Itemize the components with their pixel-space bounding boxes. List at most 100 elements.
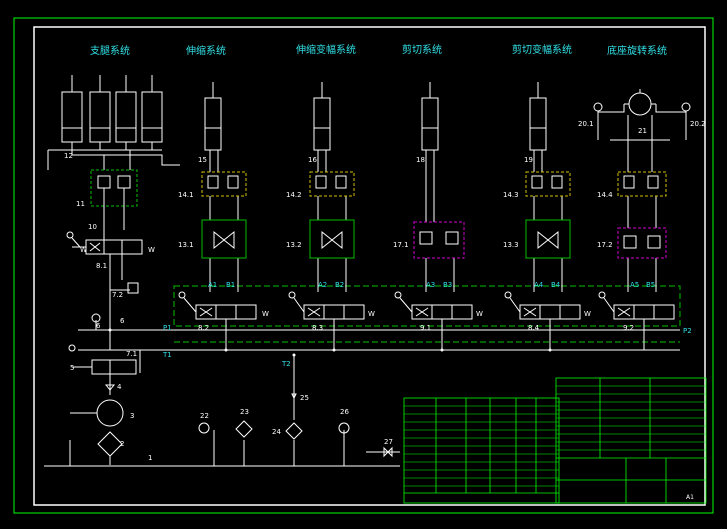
title-base-rotation-system: 底座旋转系统 [607,44,667,57]
telescope-column [204,82,239,292]
left-pressure-lines [68,254,680,395]
port-a4: A4 [534,281,544,289]
valve-17-1-symbol [419,231,459,245]
title-support-system: 支腿系统 [90,44,130,57]
port-t1: T1 [162,351,172,359]
label-4: 4 [117,383,122,391]
title-telescope-system: 伸缩系统 [186,44,226,57]
port-a1: A1 [208,281,217,289]
label-2: 2 [120,440,124,448]
lock-valve-11-symbols [97,175,131,230]
base-rotation-column [593,89,691,292]
label-20-1: 20.1 [578,120,594,128]
port-w-8-1-left: W [80,246,87,254]
port-b5: B5 [646,281,655,289]
support-cylinders [47,75,180,170]
label-8-2: 8.2 [198,324,209,332]
label-9-1: 9.1 [420,324,431,332]
check-valve-14-3-a [531,175,543,189]
check-valve-14-2 [309,171,355,197]
junction-dots [108,328,552,357]
port-w-8-1-right: W [148,246,155,254]
label-20-2: 20.2 [690,120,706,128]
label-13-3: 13.3 [503,241,519,249]
label-17-2: 17.2 [597,241,613,249]
label-14-3: 14.3 [503,191,519,199]
check-valve-14-1-a [207,175,219,189]
label-14-1: 14.1 [178,191,194,199]
lock-valve-13-2-symbol [321,230,343,250]
valve-8-4 [504,291,581,350]
port-w-8-2: W [262,310,269,318]
label-15: 15 [198,156,207,164]
label-13-1: 13.1 [178,241,194,249]
title-shear-luffing-system: 剪切变幅系统 [512,43,572,56]
valve-8-3 [288,291,365,350]
label-16: 16 [308,156,317,164]
label-7-2: 7.2 [112,291,123,299]
label-22: 22 [200,412,209,420]
lock-valve-13-1 [201,219,247,259]
lock-valve-11 [90,169,138,207]
port-b1: B1 [226,281,235,289]
valve-17-2 [617,227,667,259]
check-valve-14-4-a [623,175,635,189]
label-11: 11 [76,200,85,208]
label-3: 3 [130,412,134,420]
label-25: 25 [300,394,309,402]
check-valve-14-2-b [335,175,347,189]
label-10: 10 [88,223,97,231]
title-block [403,377,707,504]
drain-valve-27 [366,446,400,458]
valve-9-2 [598,291,675,350]
label-8-3: 8.3 [312,324,323,332]
title-shear-system: 剪切系统 [402,43,442,56]
check-valve-14-4-b [647,175,659,189]
port-p2: P2 [683,327,692,335]
label-6: 6 [96,322,101,330]
shear-column [421,82,455,292]
port-p1: P1 [163,324,172,332]
port-w-8-4: W [584,310,591,318]
telescope-luffing-column [313,82,347,292]
label-14-2: 14.2 [286,191,302,199]
title-block-sheet-size: A1 [686,494,694,501]
label-23: 23 [240,408,249,416]
port-a3: A3 [426,281,435,289]
lock-valve-13-3-symbol [537,230,559,250]
label-7-1: 7.1 [126,350,137,358]
valve-8-2 [178,291,257,350]
label-26: 26 [340,408,349,416]
check-valve-14-4 [617,171,667,197]
port-t2: T2 [281,360,291,368]
shear-luffing-column [529,82,563,292]
label-21: 21 [638,127,647,135]
label-24: 24 [272,428,281,436]
check-valve-14-2-a [315,175,327,189]
label-8-1: 8.1 [96,262,107,270]
label-8-4: 8.4 [528,324,540,332]
valve-9-1 [394,291,473,350]
label-13-2: 13.2 [286,241,302,249]
label-19: 19 [524,156,533,164]
port-w-9-1: W [476,310,483,318]
pump-motor-group [44,355,400,467]
label-18: 18 [416,156,425,164]
label-5: 5 [70,364,74,372]
label-14-4: 14.4 [597,191,613,199]
inner-frame [33,26,706,506]
valve-17-1 [413,221,465,259]
port-b4: B4 [551,281,561,289]
lock-valve-13-3 [525,219,571,259]
label-1: 1 [148,454,152,462]
port-a5: A5 [630,281,639,289]
valve-17-2-symbol [623,235,661,249]
port-b2: B2 [335,281,344,289]
title-block-rows [404,385,706,487]
check-valve-14-1-b [227,175,239,189]
label-9-2: 9.2 [623,324,634,332]
label-27: 27 [384,438,393,446]
check-valve-14-1 [201,171,247,197]
